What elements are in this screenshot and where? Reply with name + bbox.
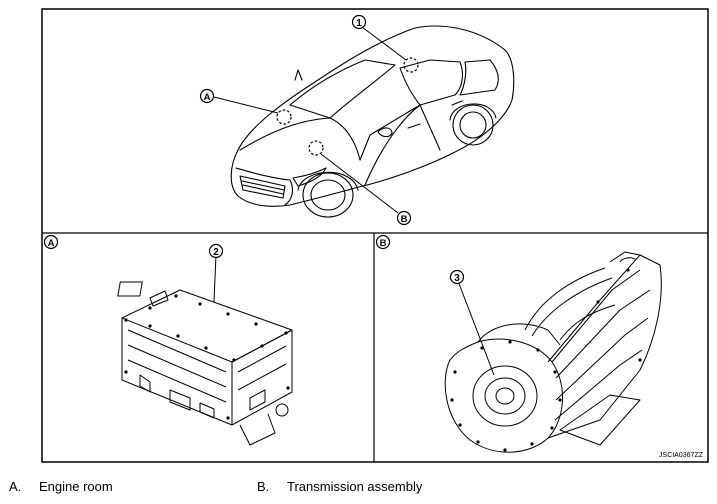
legend-item-b: B. Transmission assembly — [257, 479, 422, 495]
figure-code: JSCIA0367ZZ — [659, 452, 704, 459]
panel-label-a: A — [43, 234, 59, 250]
callout-1: 1 — [351, 14, 367, 30]
callout-leaders — [212, 26, 495, 376]
legend-letter-b: B. — [257, 479, 270, 494]
callout-3: 3 — [449, 269, 465, 285]
transmission-illustration — [444, 251, 662, 453]
callout-b: B — [396, 210, 412, 226]
inverter-illustration — [117, 281, 293, 446]
callout-b-label: B — [401, 214, 408, 225]
callout-2: 2 — [208, 243, 224, 259]
callout-a-label: A — [204, 92, 211, 103]
panel-label-a-text: A — [48, 238, 55, 249]
transmission-bolts — [450, 268, 642, 452]
legend-text-a: Engine room — [39, 479, 113, 494]
panel-label-b: B — [375, 234, 391, 250]
car-illustration — [230, 25, 515, 218]
callout-1-label: 1 — [356, 18, 362, 29]
location-marker-a — [276, 109, 292, 125]
legend-letter-a: A. — [9, 479, 22, 494]
location-marker-b — [308, 140, 324, 156]
legend-item-a: A. Engine room — [9, 479, 113, 495]
callout-2-label: 2 — [213, 247, 219, 258]
panel-label-b-text: B — [380, 238, 387, 249]
callout-a: A — [199, 88, 215, 104]
inverter-bolts — [124, 294, 290, 420]
legend-text-b: Transmission assembly — [287, 479, 423, 494]
location-marker-1 — [403, 57, 419, 73]
diagram-frame — [41, 8, 709, 463]
callout-3-label: 3 — [454, 273, 460, 284]
